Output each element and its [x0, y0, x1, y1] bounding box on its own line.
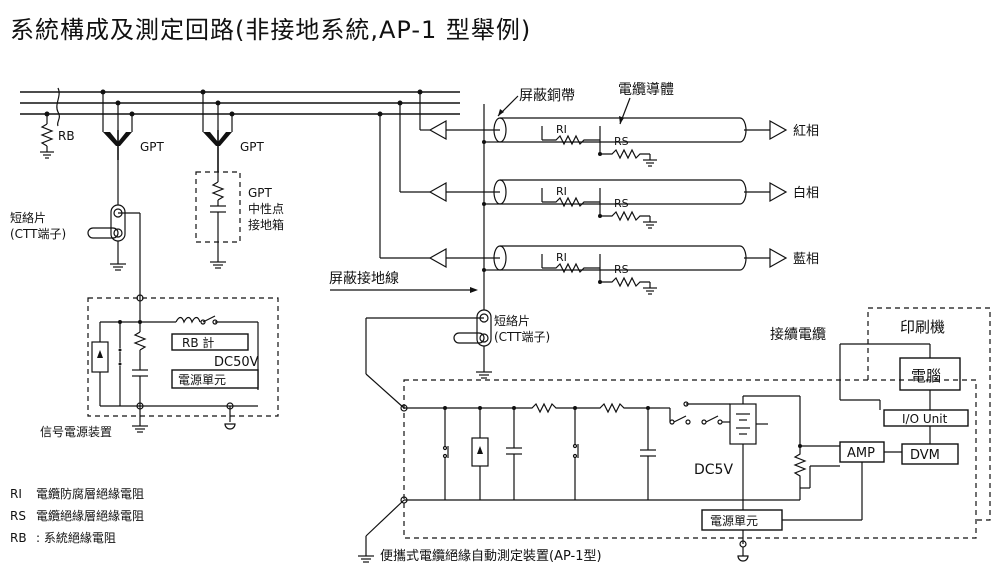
gpt1-label: GPT	[140, 140, 165, 154]
rs-label-1: RS	[614, 135, 629, 148]
io-unit-label: I/O Unit	[902, 412, 948, 426]
cable-white	[428, 179, 788, 229]
short-piece2-label-1: 短絡片	[494, 313, 530, 328]
short-piece-left	[87, 204, 141, 298]
red-phase-label: 紅相	[793, 124, 819, 139]
dc5v-label: DC5V	[694, 462, 733, 478]
rs-label-2: RS	[614, 197, 629, 210]
shield-tape-label: 屏蔽銅帶	[519, 88, 575, 104]
ri-label-2: RI	[556, 185, 567, 198]
blue-phase-label: 藍相	[793, 252, 819, 267]
ap1-device	[358, 379, 977, 563]
rb-label: RB	[58, 129, 75, 143]
rb-meter-label: RB 計	[182, 335, 214, 350]
conductor-label: 電纜導體	[618, 81, 674, 98]
power-unit-left-label: 電源單元	[178, 373, 226, 387]
power-unit-right-label: 電源單元	[710, 514, 758, 528]
legend-sym-3: RB	[10, 531, 27, 545]
gpt-box-label-1: GPT	[248, 186, 273, 200]
signal-power-device	[87, 294, 279, 433]
short-piece-label-2: (CTT端子)	[10, 227, 66, 241]
short-piece-right	[365, 309, 492, 409]
legend: RI 電纜防腐層絕緣電阻 RS 電纜絕緣層絕緣電阻 RB : 系統絕緣電阻	[10, 486, 144, 545]
short-piece-label-1: 短絡片	[10, 210, 46, 225]
ri-label-1: RI	[556, 123, 567, 136]
shield-ground-label: 屏蔽接地線	[329, 270, 399, 287]
computer-label: 電腦	[911, 367, 941, 385]
device-name-label: 便攜式電纜絕緣自動測定裝置(AP-1型)	[380, 548, 602, 564]
cable-red	[428, 117, 788, 167]
rb-resistor	[40, 111, 54, 159]
bus-lines	[20, 87, 460, 127]
gpt-box-label-2: 中性点	[248, 201, 284, 216]
signal-power-label: 信号電源装置	[40, 425, 112, 439]
shield-ground-line	[330, 104, 500, 310]
ri-label-3: RI	[556, 251, 567, 264]
legend-sym-1: RI	[10, 487, 22, 501]
printer-label: 印刷機	[900, 318, 945, 336]
gpt-neutral-box	[195, 171, 241, 269]
white-phase-label: 白相	[793, 185, 819, 201]
legend-desc-3: : 系統絕緣電阻	[36, 531, 116, 545]
short-piece2-label-2: (CTT端子)	[494, 330, 550, 344]
power-unit-left-box	[171, 369, 259, 389]
dc50v-label: DC50V	[214, 355, 259, 370]
legend-desc-1: 電纜防腐層絕緣電阻	[36, 486, 144, 501]
dvm-label: DVM	[910, 448, 940, 463]
gpt2-label: GPT	[240, 140, 265, 154]
gpt-box-label-3: 接地箱	[248, 217, 284, 232]
connect-cable-label: 接續電纜	[770, 326, 826, 343]
bus-feed-lines	[377, 89, 430, 259]
legend-desc-2: 電纜絕緣層絕緣電阻	[36, 509, 144, 523]
rb-meter-box	[171, 333, 249, 351]
page-title: 系統構成及測定回路(非接地系統,AP-1 型舉例)	[10, 16, 532, 44]
gpt-2	[200, 89, 235, 172]
cable-blue	[428, 245, 788, 295]
io-unit-box	[883, 409, 969, 427]
amp-label: AMP	[847, 446, 875, 461]
printer-region	[839, 307, 991, 521]
rs-label-3: RS	[614, 263, 629, 276]
gpt-1	[100, 89, 135, 205]
legend-sym-2: RS	[10, 509, 26, 523]
